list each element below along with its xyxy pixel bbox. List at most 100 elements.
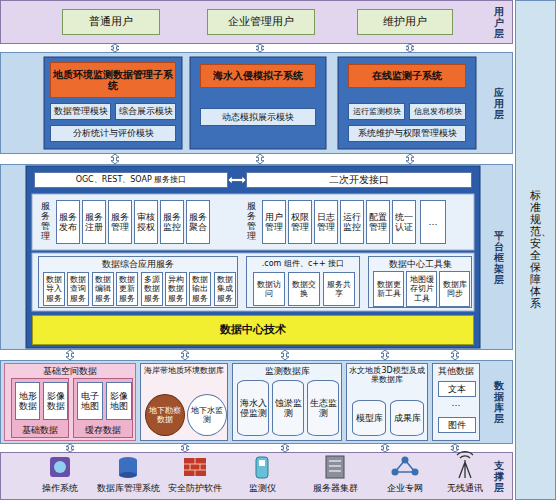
node-text: 权限管理 <box>290 212 310 233</box>
node-text: 动态模拟展示模块 <box>222 112 294 122</box>
service-box: 图件 <box>438 417 476 433</box>
support-label: 安全防护软件 <box>168 482 222 495</box>
node-text: 运行监控 <box>342 212 362 233</box>
node-text: 地图缓存切片工具 <box>408 275 435 303</box>
support-label: 企业专网 <box>387 482 423 495</box>
service-box: 日志管理 <box>314 200 338 244</box>
node-text: 多源数据服务 <box>143 275 161 303</box>
node-text: 数据输出服务 <box>191 275 209 303</box>
node-text: 异构数据服务 <box>167 275 185 303</box>
service-box: 数据交换 <box>288 272 320 306</box>
data-group: 基础数据地形数据影像数据 <box>11 378 69 438</box>
node-text: 标准规范、安全保障体系 <box>530 190 541 311</box>
service-box: 数据访问 <box>253 272 285 306</box>
layer-label: 应用层 <box>494 87 504 120</box>
layer-band: 用户层普通用户企业管理用户维护用户 <box>0 0 513 44</box>
user-box: 企业管理用户 <box>207 9 315 35</box>
service-box: 统一认证 <box>392 200 416 244</box>
node-text: 数据中心工具集 <box>389 259 452 269</box>
node-text: 数据更新工具 <box>375 280 402 298</box>
service-box: 数据输出服务 <box>189 272 211 306</box>
node-text: .com 组件、c++ 接口 <box>262 259 345 268</box>
node-text: 海水入侵监测 <box>239 398 267 419</box>
double-arrow <box>381 350 389 360</box>
double-arrow <box>66 444 74 452</box>
user-box: 普通用户 <box>62 9 160 35</box>
module-box: 系统维护与权限管理模块 <box>348 125 466 142</box>
node-text: 地质环境监测数据管理子系统 <box>52 69 174 92</box>
subsystem-box: 海水入侵模拟子系统 <box>200 64 316 88</box>
node-text: 数据更新服务 <box>118 275 136 303</box>
node-text: 生态监测 <box>309 398 337 419</box>
service-box: 服务共享 <box>323 272 355 306</box>
node-text: 模型库 <box>356 413 383 423</box>
node-text: 运行监测模块 <box>353 107 401 116</box>
node-text: 数据访问 <box>255 280 283 298</box>
panel: 海岸带地质环境数据库地下勘察数据地下水监测 <box>140 363 228 441</box>
service-box: … <box>420 200 446 244</box>
node-text: 二次开发接口 <box>329 174 389 186</box>
service-box: 服务管理 <box>108 200 132 244</box>
node-text: 企业管理用户 <box>228 16 294 29</box>
layer-band: 数据库层基础空间数据基础数据地形数据影像数据缓存数据电子地图影像地图海岸带地质环… <box>0 360 513 444</box>
service-box: 服务注册 <box>82 200 106 244</box>
module-box: 动态模拟展示模块 <box>200 108 316 126</box>
panel: 数据综合应用服务数据导入服务数据查询服务数据编辑服务数据更新服务多源数据服务异构… <box>38 256 238 308</box>
interface-box: OGC、REST、SOAP 服务接口 <box>34 172 228 188</box>
support-icons <box>50 452 473 478</box>
node-text: 配置管理 <box>368 212 388 233</box>
double-arrow <box>111 44 119 52</box>
service-box: 多源数据服务 <box>141 272 163 306</box>
support-label: 操作系统 <box>42 482 78 495</box>
double-arrow <box>111 154 119 164</box>
service-box: 服务发布 <box>56 200 80 244</box>
group-label: 服务管理 <box>38 197 52 247</box>
double-arrow <box>281 350 289 360</box>
node-text: 数据集成服务 <box>216 275 234 303</box>
service-box: 文本 <box>438 381 476 397</box>
service-box: 权限管理 <box>288 200 312 244</box>
double-arrow <box>181 350 189 360</box>
node-text: 服务监控 <box>162 212 182 233</box>
double-arrow <box>256 44 264 52</box>
node-text: 数据管理模块 <box>54 106 108 116</box>
database-cylinder: 模型库 <box>352 400 386 436</box>
data-group: 缓存数据 电子地图影像地图 <box>73 378 133 438</box>
node-text: 基础数据 <box>22 425 58 435</box>
double-arrow <box>451 444 459 452</box>
database-cylinder: 海水入侵监测 <box>237 380 269 436</box>
service-box: 服务聚合 <box>186 200 210 244</box>
node-text: 基础空间数据 <box>43 366 97 376</box>
node-text: 电子地图 <box>79 391 101 412</box>
node-text: 监测数据库 <box>265 366 310 376</box>
panel: 水文地质3D模型及成果数据库模型库成果库 <box>346 363 428 441</box>
node-text: 地形数据 <box>17 391 38 412</box>
node-text: 在线监测子系统 <box>372 70 442 82</box>
service-box: 数据集成服务 <box>214 272 236 306</box>
double-arrow <box>451 350 459 360</box>
double-arrow <box>406 154 414 164</box>
node-text: 分析统计与评价模块 <box>73 128 154 138</box>
node-text: 数据查询服务 <box>69 275 87 303</box>
layer-label: 用户层 <box>494 6 504 39</box>
node-text: 数据综合应用服务 <box>102 259 174 269</box>
node-text: 影像地图 <box>108 391 130 412</box>
node-text: 缓存数据 <box>85 425 121 435</box>
support-label: 服务器集群 <box>313 482 358 495</box>
layer-label: 支撑层 <box>494 460 504 493</box>
double-arrow <box>381 444 389 452</box>
group-label: 服务管理 <box>244 197 258 247</box>
node-text: 统一认证 <box>394 212 414 233</box>
node-text: 其他数据 <box>438 366 474 376</box>
layer-band: 应用层地质环境监测数据管理子系统数据管理模块综合展示模块分析统计与评价模块海水入… <box>0 52 513 154</box>
service-box: 审核授权 <box>134 200 158 244</box>
service-box: 服务监控 <box>160 200 184 244</box>
node-text: 文本 <box>448 384 466 394</box>
service-box: 数据更新服务 <box>116 272 138 306</box>
node-text: 服务聚合 <box>188 212 208 233</box>
service-box: 数据更新工具 <box>373 271 404 307</box>
node-text: 地下水监测 <box>189 406 225 424</box>
node-text: 审核授权 <box>136 212 156 233</box>
node-text: 海岸带地质环境数据库 <box>144 366 224 375</box>
